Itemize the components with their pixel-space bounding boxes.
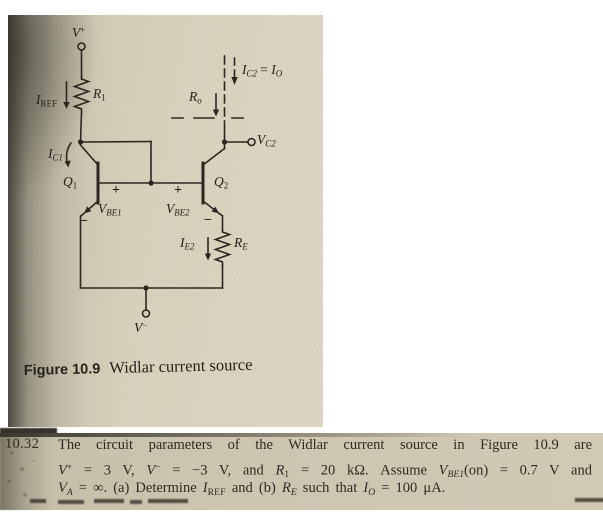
problem-line-1: The circuit parameters of the Widlar cur… xyxy=(58,437,592,453)
vbe2-plus-sign: + xyxy=(174,183,182,198)
problem-line-3: VA = ∞. (a) Determine IREF and (b) RE su… xyxy=(58,480,446,499)
vbe1-plus-sign: + xyxy=(112,183,120,198)
label-q2: Q2 xyxy=(214,174,229,191)
vbe1-minus-sign: − xyxy=(80,214,88,229)
label-r-e: RE xyxy=(234,235,248,252)
label-i-e2: IE2 xyxy=(180,235,195,252)
label-i-c1: IC1 xyxy=(48,146,63,163)
label-v-be2: VBE2 xyxy=(166,201,190,218)
label-q1: Q1 xyxy=(63,174,78,191)
problem-block: 10.32 The circuit parameters of the Widl… xyxy=(0,433,603,510)
problem-line-2: V+ = 3 V, V− = −3 V, and R1 = 20 kΩ. Ass… xyxy=(58,461,592,480)
vbe2-minus-sign: − xyxy=(204,213,212,228)
circuit-diagram xyxy=(63,42,256,318)
figure-caption-number: Figure 10.9 xyxy=(23,361,101,380)
label-v-minus: V− xyxy=(134,320,148,335)
q1-emitter-arrow xyxy=(84,206,92,214)
label-r1: R1 xyxy=(93,86,106,103)
figure-caption-title: Widlar current source xyxy=(109,354,253,378)
ic1-arrow xyxy=(65,141,73,165)
scan-edge-artifact xyxy=(0,428,57,434)
resistor-r1 xyxy=(72,76,91,114)
label-v-c2: VC2 xyxy=(257,132,276,149)
resistor-re xyxy=(213,229,232,267)
label-r-o: Ro xyxy=(189,89,202,106)
problem-text: The circuit parameters of the Widlar cur… xyxy=(58,435,592,500)
vminus-terminal xyxy=(141,309,151,318)
cut-off-next-line xyxy=(30,498,603,505)
label-ic2-io: IC2 = IO xyxy=(242,62,283,79)
label-v-be1: VBE1 xyxy=(98,201,122,218)
q2-emitter-arrow xyxy=(211,206,219,214)
problem-number: 10.32 xyxy=(5,436,40,452)
scan-top-edge xyxy=(0,433,603,437)
figure-scan: V+ IREF R1 IC1 Q1 Q2 + VBE1 − + VBE2 − I… xyxy=(8,15,323,427)
label-v-plus: V+ xyxy=(72,25,86,40)
label-i-ref: IREF xyxy=(36,92,58,109)
vplus-terminal xyxy=(77,42,86,51)
vc2-terminal xyxy=(247,137,256,147)
